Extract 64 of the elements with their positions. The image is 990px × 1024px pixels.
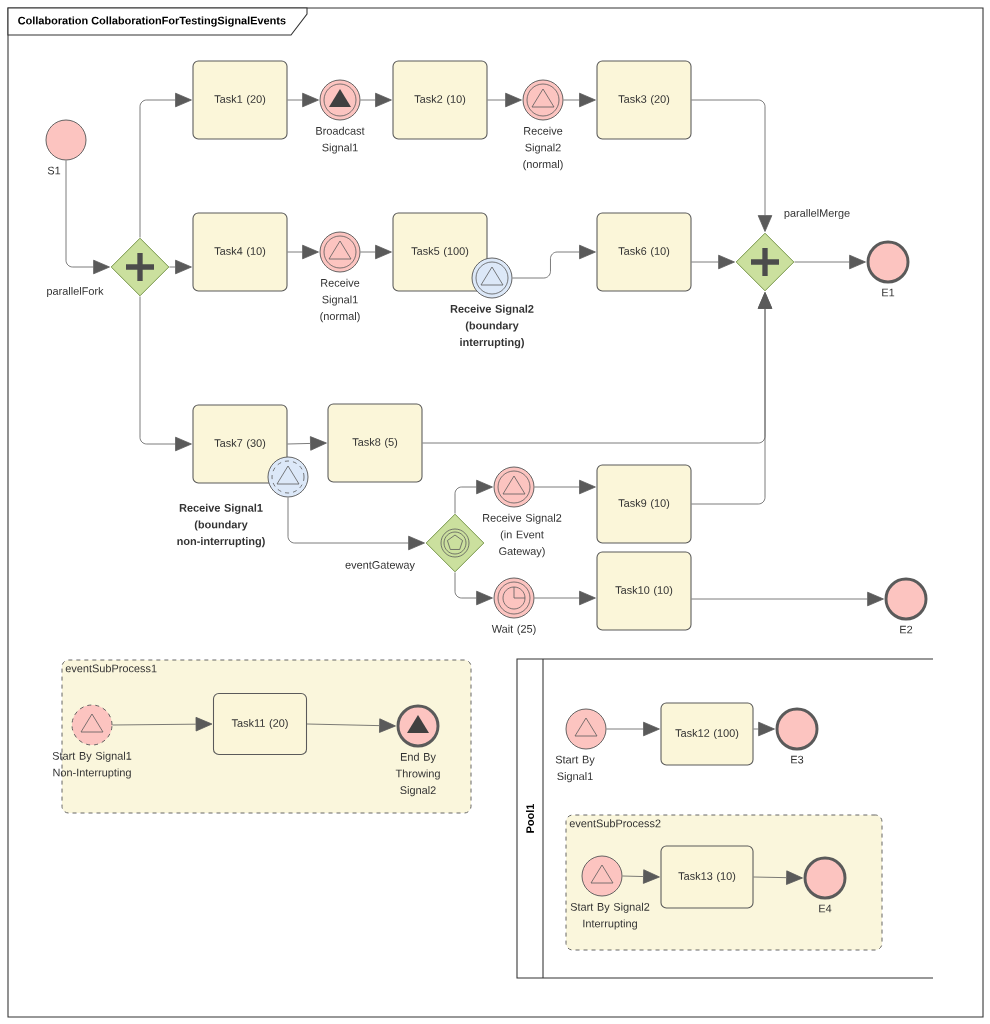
- sequence-flow-arrow: [487, 92, 522, 108]
- sequence-flow-arrow: [169, 259, 192, 275]
- event-label: Receive Signal2 (normal): [523, 126, 563, 171]
- task-box: Task10 (10): [596, 551, 692, 631]
- event-label: S1: [47, 166, 61, 175]
- sequence-flow-arrow: [454, 572, 493, 606]
- sequence-flow-arrow: [65, 160, 110, 275]
- task-box: Task5 (100): [392, 212, 488, 292]
- sequence-flow-arrow: [306, 718, 396, 733]
- event-label: Start By Signal1: [555, 755, 595, 783]
- task-box: Task3 (20): [596, 60, 692, 140]
- sequence-flow-arrow: [691, 591, 884, 607]
- task-box: Task8 (5): [327, 403, 423, 483]
- sequence-flow-arrow: [622, 869, 660, 884]
- task-box: Task1 (20): [192, 60, 288, 140]
- task-box: Task6 (10): [596, 212, 692, 292]
- sequence-flow-arrow: [753, 870, 803, 885]
- sequence-flow-arrow: [287, 497, 425, 551]
- sequence-flow-arrow: [287, 244, 319, 260]
- sequence-flow-arrow: [139, 92, 192, 238]
- event-label: Receive Signal1 (boundary non-interrupting): [177, 503, 265, 548]
- sequence-flow-arrow: [454, 479, 493, 514]
- sequence-flow-arrow: [563, 92, 596, 108]
- gateway-label: eventGateway: [345, 561, 415, 571]
- sequence-flow-arrow: [287, 92, 319, 108]
- pool-label: Pool1: [526, 803, 534, 833]
- task-box: Task9 (10): [596, 464, 692, 544]
- event-label: Receive Signal2 (boundary interrupting): [450, 304, 534, 349]
- event-label: Wait (25): [491, 624, 536, 635]
- event-label: Broadcast Signal1: [316, 126, 365, 154]
- sequence-flow-arrow: [691, 292, 773, 505]
- event-label: E4: [819, 904, 832, 913]
- sequence-flow-arrow: [691, 254, 735, 270]
- event-label: Receive Signal1 (normal): [320, 278, 360, 323]
- event-label: E1: [882, 288, 895, 297]
- sequence-flow-arrow: [360, 92, 392, 108]
- event-label: Receive Signal2 (in Event Gateway): [483, 513, 562, 558]
- title-tab: Collaboration CollaborationForTestingSignalEvents: [7, 7, 308, 36]
- sequence-flow-arrow: [112, 716, 213, 732]
- event-label: End By Throwing Signal2: [395, 752, 440, 797]
- gateway-label: parallelFork: [47, 286, 104, 298]
- task-box: Task13 (10): [660, 845, 754, 909]
- sequence-flow-arrow: [287, 436, 327, 451]
- sequence-flow-arrow: [691, 99, 773, 232]
- sequence-flow-arrow: [534, 590, 596, 606]
- subprocess-label: eventSubProcess2: [569, 819, 661, 828]
- subprocess-label: eventSubProcess1: [65, 664, 157, 673]
- event-label: Start By Signal1 Non-Interrupting: [52, 751, 132, 779]
- sequence-flow-arrow: [794, 254, 866, 270]
- task-box: Task4 (10): [192, 212, 288, 292]
- sequence-flow-arrow: [139, 296, 192, 452]
- task-box: Task7 (30): [192, 404, 288, 484]
- event-label: E3: [791, 755, 804, 764]
- sequence-flow-arrow: [753, 721, 775, 737]
- sequence-flow-arrow: [512, 244, 596, 279]
- task-box: Task12 (100): [660, 702, 754, 766]
- event-label: Start By Signal2 Interrupting: [570, 902, 650, 930]
- sequence-flow-arrow: [360, 244, 392, 260]
- event-label: E2: [900, 625, 913, 634]
- sequence-flow-arrow: [534, 479, 596, 495]
- task-box: Task2 (10): [392, 60, 488, 140]
- task-box: Task11 (20): [212, 692, 308, 756]
- gateway-label: parallelMerge: [784, 208, 850, 220]
- sequence-flow-arrow: [606, 721, 660, 737]
